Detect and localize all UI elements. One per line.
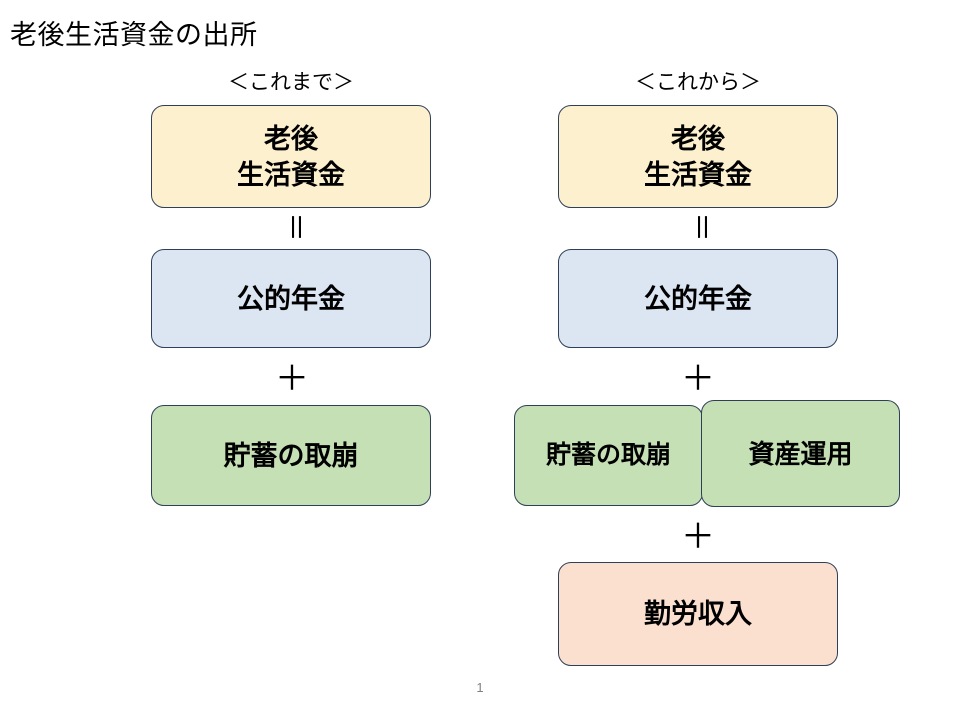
- future-box-asset-management[interactable]: 資産運用: [701, 400, 900, 507]
- future-asset-management-label: 資産運用: [748, 438, 853, 469]
- past-box-old-age-living-fund[interactable]: 老後 生活資金: [151, 105, 431, 208]
- future-savings-label: 貯蓄の取崩: [545, 441, 671, 469]
- future-plus-connector-1: ＋: [681, 360, 715, 398]
- future-work-income-label: 勤労収入: [644, 599, 752, 629]
- future-box-work-income[interactable]: 勤労収入: [558, 562, 838, 666]
- past-plus-connector: ＋: [275, 360, 309, 398]
- page-number: 1: [476, 680, 484, 695]
- future-fund-label-line2: 生活資金: [644, 159, 752, 190]
- past-fund-label-line2: 生活資金: [237, 159, 345, 190]
- future-box-public-pension[interactable]: 公的年金: [558, 249, 838, 348]
- past-fund-label: 老後 生活資金: [237, 121, 345, 193]
- past-pension-label: 公的年金: [237, 283, 345, 314]
- past-box-savings-drawdown[interactable]: 貯蓄の取崩: [151, 405, 431, 506]
- future-fund-label: 老後 生活資金: [644, 121, 752, 193]
- past-box-public-pension[interactable]: 公的年金: [151, 249, 431, 348]
- column-header-future: ＜これから＞: [635, 71, 761, 94]
- column-header-past: ＜これまで＞: [228, 71, 354, 94]
- future-box-savings-drawdown[interactable]: 貯蓄の取崩: [514, 405, 703, 506]
- past-savings-label: 貯蓄の取崩: [223, 440, 359, 471]
- future-box-old-age-living-fund[interactable]: 老後 生活資金: [558, 105, 838, 208]
- page-title: 老後生活資金の出所: [10, 20, 258, 50]
- future-plus-connector-2: ＋: [681, 518, 715, 556]
- past-fund-label-line1: 老後: [264, 123, 318, 154]
- future-pension-label: 公的年金: [644, 283, 752, 314]
- future-fund-label-line1: 老後: [671, 123, 725, 154]
